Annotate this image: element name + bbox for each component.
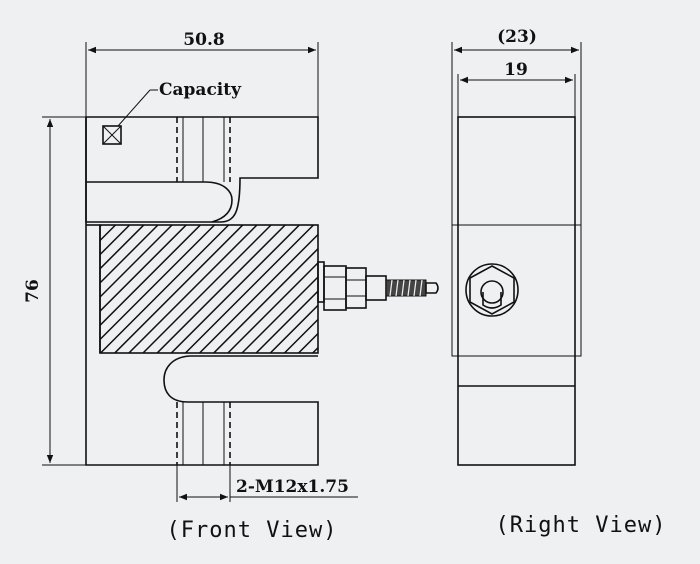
capacity-leader — [117, 89, 151, 127]
hatched-sensing-block — [99, 224, 319, 354]
width-dim-text: 50.8 — [183, 30, 224, 50]
right-body — [457, 116, 576, 466]
front-left-edge — [85, 117, 319, 466]
right-left-plate — [451, 224, 459, 357]
body-dim-text: 19 — [504, 60, 528, 80]
thread-dim-text: 2-M12x1.75 — [236, 477, 349, 497]
height-dim-text: 76 — [23, 279, 43, 303]
connector-end-icon — [465, 263, 519, 317]
right-right-plate — [574, 224, 582, 357]
front-view-caption: (Front View) — [167, 518, 338, 543]
overall-dim-text: (23) — [497, 27, 537, 47]
right-view-caption: (Right View) — [496, 513, 667, 538]
right-view: (23) 19 (Right View) — [451, 27, 667, 538]
top-s-curve — [86, 181, 233, 223]
capacity-label: Capacity — [159, 80, 242, 100]
front-body-outline — [85, 116, 319, 223]
cable-connector — [317, 261, 439, 311]
front-view: Capacity 50.8 — [23, 30, 439, 543]
capacity-box-icon — [102, 125, 122, 145]
